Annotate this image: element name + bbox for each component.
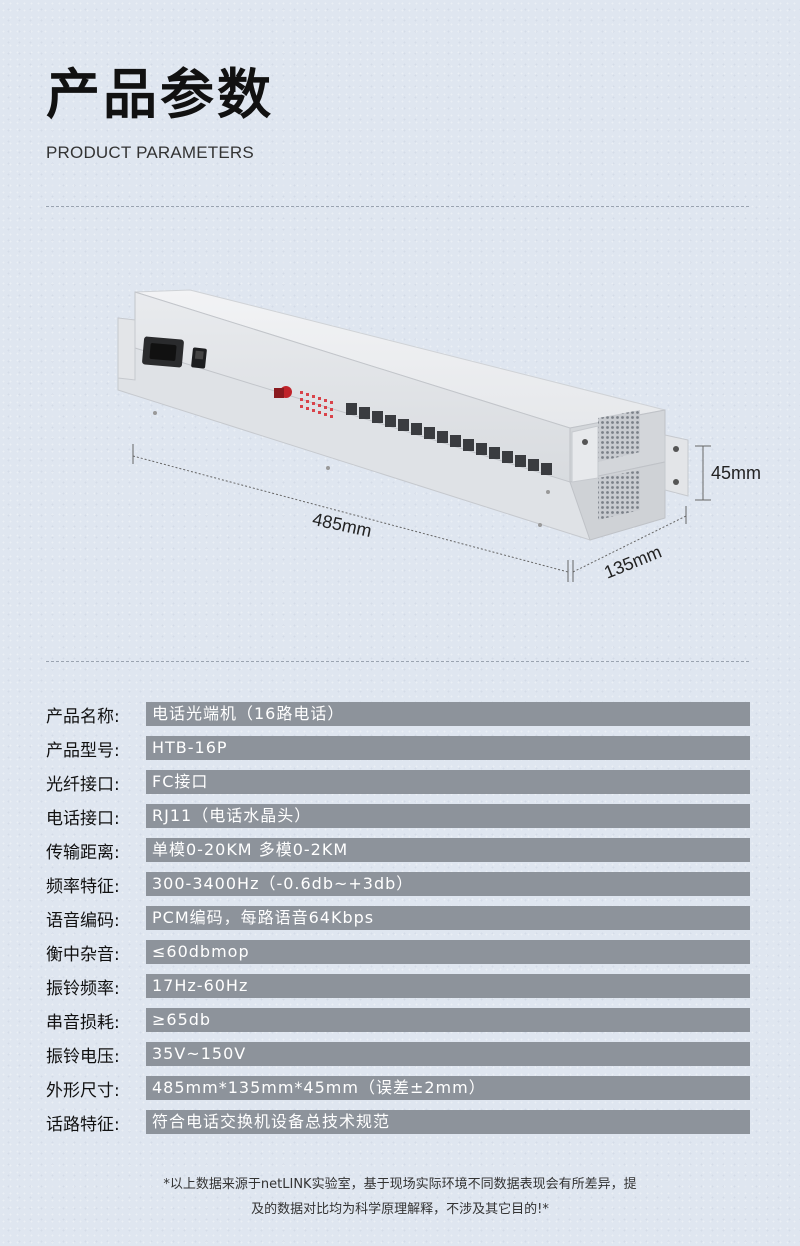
spec-label: 电话接口:: [46, 808, 120, 829]
rj11-ports: [346, 403, 552, 475]
spec-value: FC接口: [146, 770, 750, 794]
spec-table: 产品名称: 电话光端机（16路电话） 产品型号: HTB-16P 光纤接口: F…: [46, 702, 750, 1144]
spec-label: 外形尺寸:: [46, 1080, 120, 1101]
height-dimension-label: 45mm: [711, 463, 762, 483]
spec-label: 产品型号:: [46, 740, 120, 761]
spec-row: 语音编码: PCM编码，每路语音64Kbps: [46, 906, 750, 931]
spec-label: 振铃频率:: [46, 978, 120, 999]
spec-value: 300-3400Hz（-0.6db~+3db）: [146, 872, 750, 896]
spec-value: ≤60dbmop: [146, 940, 750, 964]
spec-row: 产品型号: HTB-16P: [46, 736, 750, 761]
footnote: *以上数据来源于netLINK实验室，基于现场实际环境不同数据表现会有所差异，提…: [0, 1172, 800, 1222]
spec-label: 产品名称:: [46, 706, 120, 727]
spec-value: 单模0-20KM 多模0-2KM: [146, 838, 750, 862]
spec-value: HTB-16P: [146, 736, 750, 760]
page-title: 产品参数: [46, 63, 274, 126]
spec-label: 衡中杂音:: [46, 944, 120, 965]
spec-label: 光纤接口:: [46, 774, 120, 795]
spec-row: 电话接口: RJ11（电话水晶头）: [46, 804, 750, 829]
spec-value: PCM编码，每路语音64Kbps: [146, 906, 750, 930]
spec-label: 传输距离:: [46, 842, 120, 863]
spec-label: 振铃电压:: [46, 1046, 120, 1067]
top-divider: [46, 206, 749, 207]
spec-value: 符合电话交换机设备总技术规范: [146, 1110, 750, 1134]
spec-value: RJ11（电话水晶头）: [146, 804, 750, 828]
spec-value: 17Hz-60Hz: [146, 974, 750, 998]
spec-row: 话路特征: 符合电话交换机设备总技术规范: [46, 1110, 750, 1135]
footnote-line-1: *以上数据来源于netLINK实验室，基于现场实际环境不同数据表现会有所差异，提: [163, 1177, 637, 1192]
spec-label: 频率特征:: [46, 876, 120, 897]
spec-row: 传输距离: 单模0-20KM 多模0-2KM: [46, 838, 750, 863]
spec-label: 串音损耗:: [46, 1012, 120, 1033]
spec-value: 电话光端机（16路电话）: [146, 702, 750, 726]
spec-label: 语音编码:: [46, 910, 120, 931]
spec-row: 串音损耗: ≥65db: [46, 1008, 750, 1033]
device-drawing: [117, 289, 711, 582]
spec-row: 光纤接口: FC接口: [46, 770, 750, 795]
spec-value: 35V~150V: [146, 1042, 750, 1066]
spec-row: 振铃电压: 35V~150V: [46, 1042, 750, 1067]
spec-row: 外形尺寸: 485mm*135mm*45mm（误差±2mm）: [46, 1076, 750, 1101]
spec-value: 485mm*135mm*45mm（误差±2mm）: [146, 1076, 750, 1100]
spec-row: 频率特征: 300-3400Hz（-0.6db~+3db）: [46, 872, 750, 897]
middle-divider: [46, 661, 749, 662]
page-subtitle: PRODUCT PARAMETERS: [46, 143, 254, 162]
spec-label: 话路特征:: [46, 1114, 120, 1135]
spec-row: 衡中杂音: ≤60dbmop: [46, 940, 750, 965]
spec-row: 振铃频率: 17Hz-60Hz: [46, 974, 750, 999]
spec-row: 产品名称: 电话光端机（16路电话）: [46, 702, 750, 727]
footnote-line-2: 及的数据对比均为科学原理解释，不涉及其它目的!*: [251, 1202, 549, 1217]
spec-value: ≥65db: [146, 1008, 750, 1032]
product-illustration: 485mm 135mm 45mm: [0, 220, 800, 640]
